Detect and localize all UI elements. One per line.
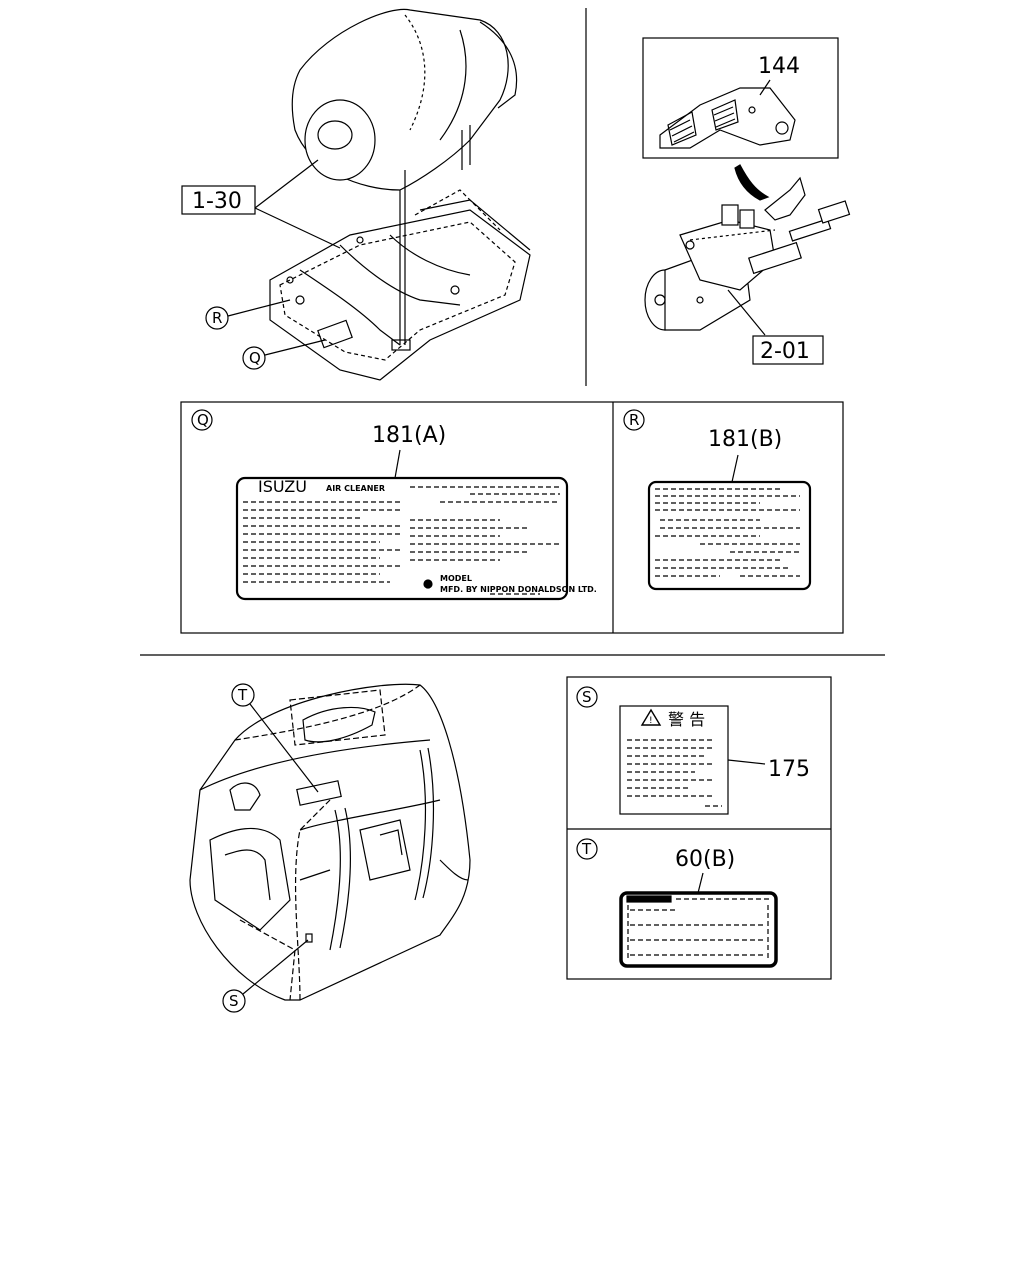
air-cleaner-assembly [254, 8, 531, 381]
warning-title: 警 告 [668, 710, 705, 729]
panel-labels-q-r [180, 401, 844, 634]
callout-box-1-30 [181, 185, 256, 215]
label-60b [619, 891, 778, 968]
svg-text:ISUZU: ISUZU [258, 477, 307, 496]
label-181a: ISUZU AIR CLEANER MODEL MFD. BY NIPPON D… [235, 476, 597, 601]
detail-box-144 [642, 37, 839, 159]
marker-r-panel: R [623, 409, 645, 431]
marker-q-top: Q [242, 339, 326, 370]
marker-s-panel: S [576, 686, 598, 708]
callout-box-2-01 [752, 335, 824, 365]
callout-181a: 181(A) [372, 423, 446, 448]
svg-text:S: S [582, 688, 592, 706]
svg-text:MFD. BY NIPPON DONALDSON LTD.: MFD. BY NIPPON DONALDSON LTD. [440, 585, 597, 594]
svg-text:R: R [212, 309, 222, 327]
callout-1-30: 1-30 [192, 189, 242, 214]
callout-144: 144 [758, 54, 800, 79]
svg-text:Q: Q [197, 411, 209, 429]
vacuum-servo-unit [644, 176, 851, 336]
callout-181b: 181(B) [708, 427, 782, 452]
marker-s-hood: S [222, 939, 309, 1013]
svg-text:T: T [237, 686, 248, 704]
svg-text:R: R [629, 411, 639, 429]
marker-t-hood: T [231, 683, 319, 793]
marker-t-panel: T [576, 838, 598, 860]
callout-175: 175 [768, 757, 810, 782]
svg-text:Q: Q [249, 349, 261, 367]
panel-labels-s-t [566, 676, 832, 980]
arrow-144 [734, 164, 770, 201]
label-175: ! 警 告 [619, 705, 729, 815]
bracket-144 [659, 79, 796, 149]
callout-2-01: 2-01 [760, 339, 810, 364]
svg-text:!: ! [649, 716, 653, 726]
svg-text:T: T [581, 840, 592, 858]
callout-60b: 60(B) [675, 847, 735, 872]
svg-text:S: S [229, 992, 239, 1010]
engine-hood [189, 683, 471, 1001]
svg-text:MODEL: MODEL [440, 574, 472, 583]
label-181b [647, 480, 812, 591]
marker-r-top: R [205, 299, 291, 330]
marker-q-panel: Q [191, 409, 213, 431]
svg-text:AIR CLEANER: AIR CLEANER [326, 484, 385, 493]
